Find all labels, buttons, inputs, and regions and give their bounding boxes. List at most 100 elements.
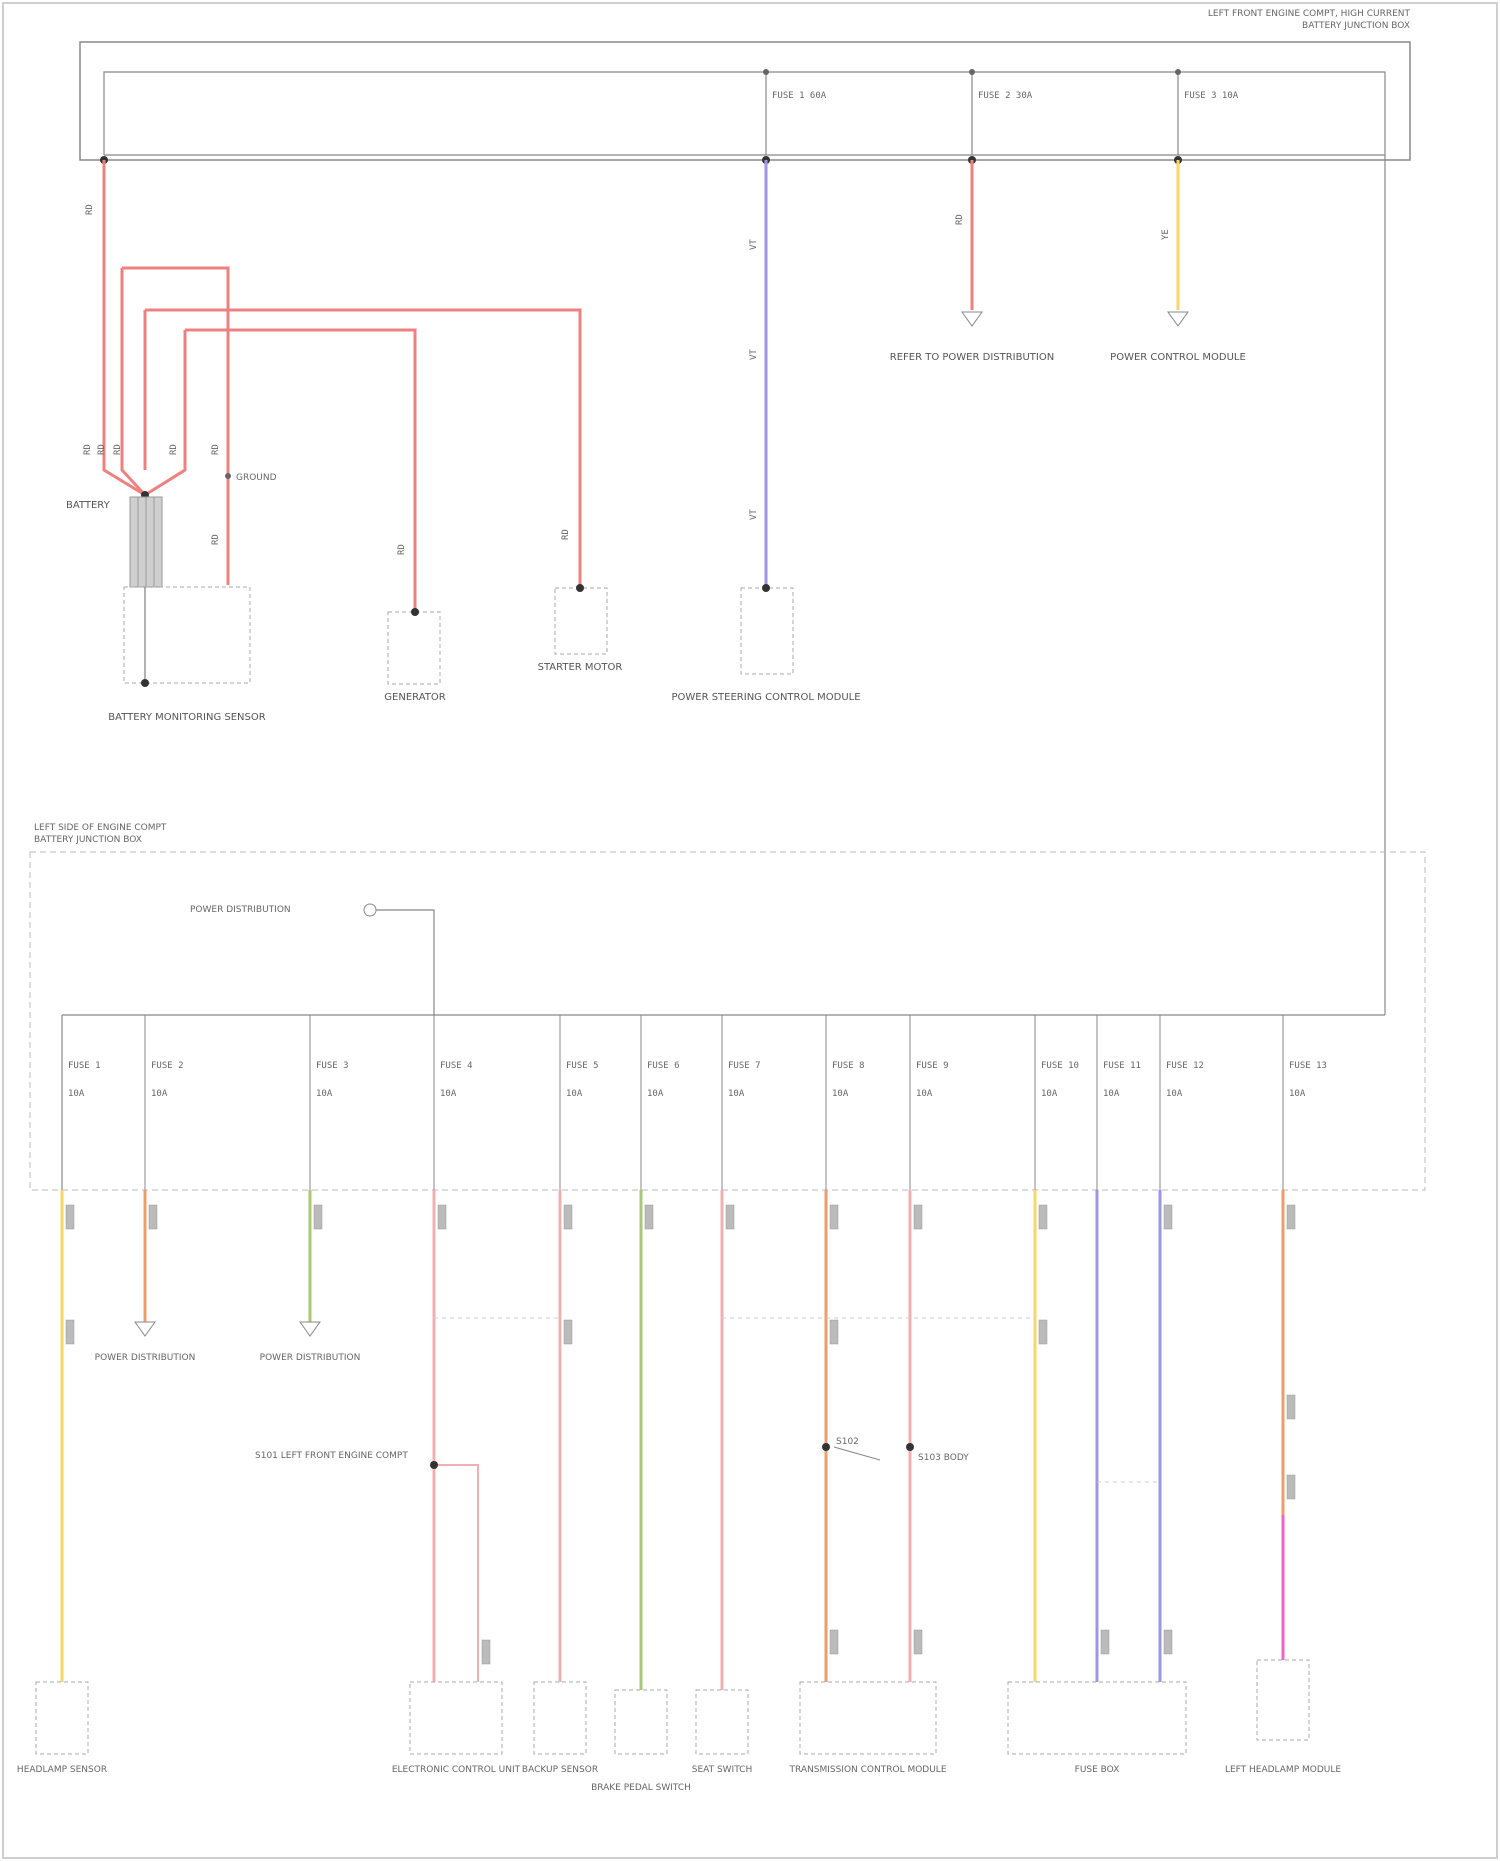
bottom-ref-1: POWER DISTRIBUTION: [95, 1322, 196, 1363]
svg-text:FUSE 2 30A: FUSE 2 30A: [978, 91, 1033, 101]
svg-text:SEAT SWITCH: SEAT SWITCH: [692, 1765, 753, 1775]
top-module-label-1: LEFT FRONT ENGINE COMPT, HIGH CURRENT: [1208, 9, 1411, 19]
svg-text:POWER DISTRIBUTION: POWER DISTRIBUTION: [190, 905, 291, 915]
svg-text:10A: 10A: [1166, 1089, 1183, 1099]
svg-text:POWER STEERING CONTROL MODULE: POWER STEERING CONTROL MODULE: [671, 692, 860, 703]
svg-text:BATTERY: BATTERY: [66, 500, 111, 511]
battery: BATTERY: [66, 491, 162, 587]
svg-text:FUSE 6: FUSE 6: [647, 1061, 680, 1071]
svg-text:RD: RD: [397, 544, 407, 555]
svg-text:VT: VT: [749, 509, 759, 520]
colored-circuits: [62, 1190, 1283, 1690]
svg-text:10A: 10A: [151, 1089, 168, 1099]
svg-text:RD: RD: [211, 534, 221, 545]
svg-text:BATTERY JUNCTION BOX: BATTERY JUNCTION BOX: [34, 835, 142, 845]
svg-text:FUSE 7: FUSE 7: [728, 1061, 761, 1071]
svg-text:10A: 10A: [566, 1089, 583, 1099]
ground-point: GROUND: [225, 473, 277, 483]
fuse2-circuit: RD REFER TO POWER DISTRIBUTION: [890, 160, 1054, 363]
top-fuse-3: FUSE 3 10A: [1175, 69, 1239, 155]
svg-text:GENERATOR: GENERATOR: [384, 692, 445, 703]
left-headlamp-module: LEFT HEADLAMP MODULE: [1225, 1660, 1341, 1775]
battery-monitoring-sensor: BATTERY MONITORING SENSOR: [108, 587, 265, 723]
svg-text:10A: 10A: [1289, 1089, 1306, 1099]
svg-text:STARTER MOTOR: STARTER MOTOR: [538, 662, 623, 673]
bottom-fuse-branches: FUSE 110A FUSE 210A FUSE 310A FUSE 410A …: [62, 1015, 1327, 1190]
svg-text:YE: YE: [1161, 229, 1171, 240]
svg-text:FUSE 4: FUSE 4: [440, 1061, 473, 1071]
svg-text:RD: RD: [83, 444, 93, 455]
svg-text:POWER CONTROL MODULE: POWER CONTROL MODULE: [1110, 352, 1246, 363]
svg-text:POWER DISTRIBUTION: POWER DISTRIBUTION: [260, 1353, 361, 1363]
svg-text:FUSE 2: FUSE 2: [151, 1061, 184, 1071]
bottom-fuse-3: FUSE 3 10A: [310, 1015, 349, 1190]
svg-text:GROUND: GROUND: [236, 473, 277, 483]
svg-text:FUSE 10: FUSE 10: [1041, 1061, 1079, 1071]
backup-sensor: BACKUP SENSOR: [522, 1682, 598, 1775]
fuse-box: FUSE BOX: [1008, 1682, 1186, 1775]
svg-text:RD: RD: [97, 444, 107, 455]
svg-text:LEFT SIDE OF ENGINE COMPT: LEFT SIDE OF ENGINE COMPT: [34, 823, 167, 833]
svg-text:S103 BODY: S103 BODY: [918, 1453, 969, 1463]
battery-cables: [104, 160, 580, 612]
svg-text:FUSE BOX: FUSE BOX: [1075, 1765, 1120, 1775]
svg-text:10A: 10A: [832, 1089, 849, 1099]
splice-s101: S101 LEFT FRONT ENGINE COMPT: [255, 1451, 438, 1469]
svg-text:RD: RD: [211, 444, 221, 455]
svg-text:FUSE 3: FUSE 3: [316, 1061, 349, 1071]
svg-text:10A: 10A: [647, 1089, 664, 1099]
svg-text:RD: RD: [85, 204, 95, 215]
bottom-fuse-2: FUSE 2 10A: [145, 1015, 184, 1190]
top-junction-box: LEFT FRONT ENGINE COMPT, HIGH CURRENT BA…: [80, 9, 1411, 160]
svg-text:10A: 10A: [916, 1089, 933, 1099]
bottom-junction-box: LEFT SIDE OF ENGINE COMPT BATTERY JUNCTI…: [30, 823, 1425, 1190]
svg-text:RD: RD: [561, 529, 571, 540]
headlamp-sensor: HEADLAMP SENSOR: [17, 1682, 107, 1775]
svg-text:ELECTRONIC CONTROL UNIT: ELECTRONIC CONTROL UNIT: [392, 1765, 521, 1775]
svg-text:BACKUP SENSOR: BACKUP SENSOR: [522, 1765, 598, 1775]
svg-text:FUSE 5: FUSE 5: [566, 1061, 599, 1071]
svg-text:FUSE 1 60A: FUSE 1 60A: [772, 91, 827, 101]
svg-text:10A: 10A: [68, 1089, 85, 1099]
svg-text:S102: S102: [836, 1437, 859, 1447]
top-fuse-2: FUSE 2 30A: [969, 69, 1033, 155]
seat-switch: SEAT SWITCH: [692, 1690, 753, 1775]
top-module-label-2: BATTERY JUNCTION BOX: [1302, 21, 1410, 31]
brake-pedal-switch: BRAKE PEDAL SWITCH: [591, 1690, 691, 1793]
connector-tabs: [66, 1205, 1295, 1664]
svg-text:VT: VT: [749, 349, 759, 360]
svg-text:RD: RD: [169, 444, 179, 455]
transmission-control-module: TRANSMISSION CONTROL MODULE: [788, 1682, 946, 1775]
svg-text:REFER TO POWER DISTRIBUTION: REFER TO POWER DISTRIBUTION: [890, 352, 1054, 363]
svg-text:HEADLAMP SENSOR: HEADLAMP SENSOR: [17, 1765, 107, 1775]
svg-text:10A: 10A: [316, 1089, 333, 1099]
svg-text:FUSE 12: FUSE 12: [1166, 1061, 1204, 1071]
bottom-fuse-4: FUSE 4 10A: [434, 1015, 473, 1190]
svg-text:BATTERY MONITORING SENSOR: BATTERY MONITORING SENSOR: [108, 712, 265, 723]
svg-text:10A: 10A: [728, 1089, 745, 1099]
svg-text:FUSE 13: FUSE 13: [1289, 1061, 1327, 1071]
generator: GENERATOR: [384, 608, 445, 703]
svg-text:VT: VT: [749, 239, 759, 250]
top-fuse-1: FUSE 1 60A: [763, 69, 827, 155]
bottom-fuse-7: FUSE 7 10A: [722, 1015, 761, 1190]
electronic-control-unit: ELECTRONIC CONTROL UNIT: [392, 1682, 521, 1775]
bottom-ref-2: POWER DISTRIBUTION: [260, 1322, 361, 1363]
bottom-fuse-10: FUSE 10 10A: [1035, 1015, 1079, 1190]
svg-text:BRAKE PEDAL SWITCH: BRAKE PEDAL SWITCH: [591, 1783, 691, 1793]
svg-text:LEFT HEADLAMP MODULE: LEFT HEADLAMP MODULE: [1225, 1765, 1341, 1775]
bottom-fuse-12: FUSE 12 10A: [1160, 1015, 1204, 1190]
splice-s103: S103 BODY: [906, 1443, 969, 1463]
starter-motor: STARTER MOTOR: [538, 584, 623, 673]
svg-text:10A: 10A: [1041, 1089, 1058, 1099]
bottom-fuse-6: FUSE 6 10A: [641, 1015, 680, 1190]
bottom-fuse-5: FUSE 5 10A: [560, 1015, 599, 1190]
svg-text:10A: 10A: [440, 1089, 457, 1099]
fuse3-circuit: YE POWER CONTROL MODULE: [1110, 160, 1246, 363]
svg-text:FUSE 9: FUSE 9: [916, 1061, 949, 1071]
svg-text:RD: RD: [113, 444, 123, 455]
splice-s102: S102: [822, 1437, 880, 1460]
